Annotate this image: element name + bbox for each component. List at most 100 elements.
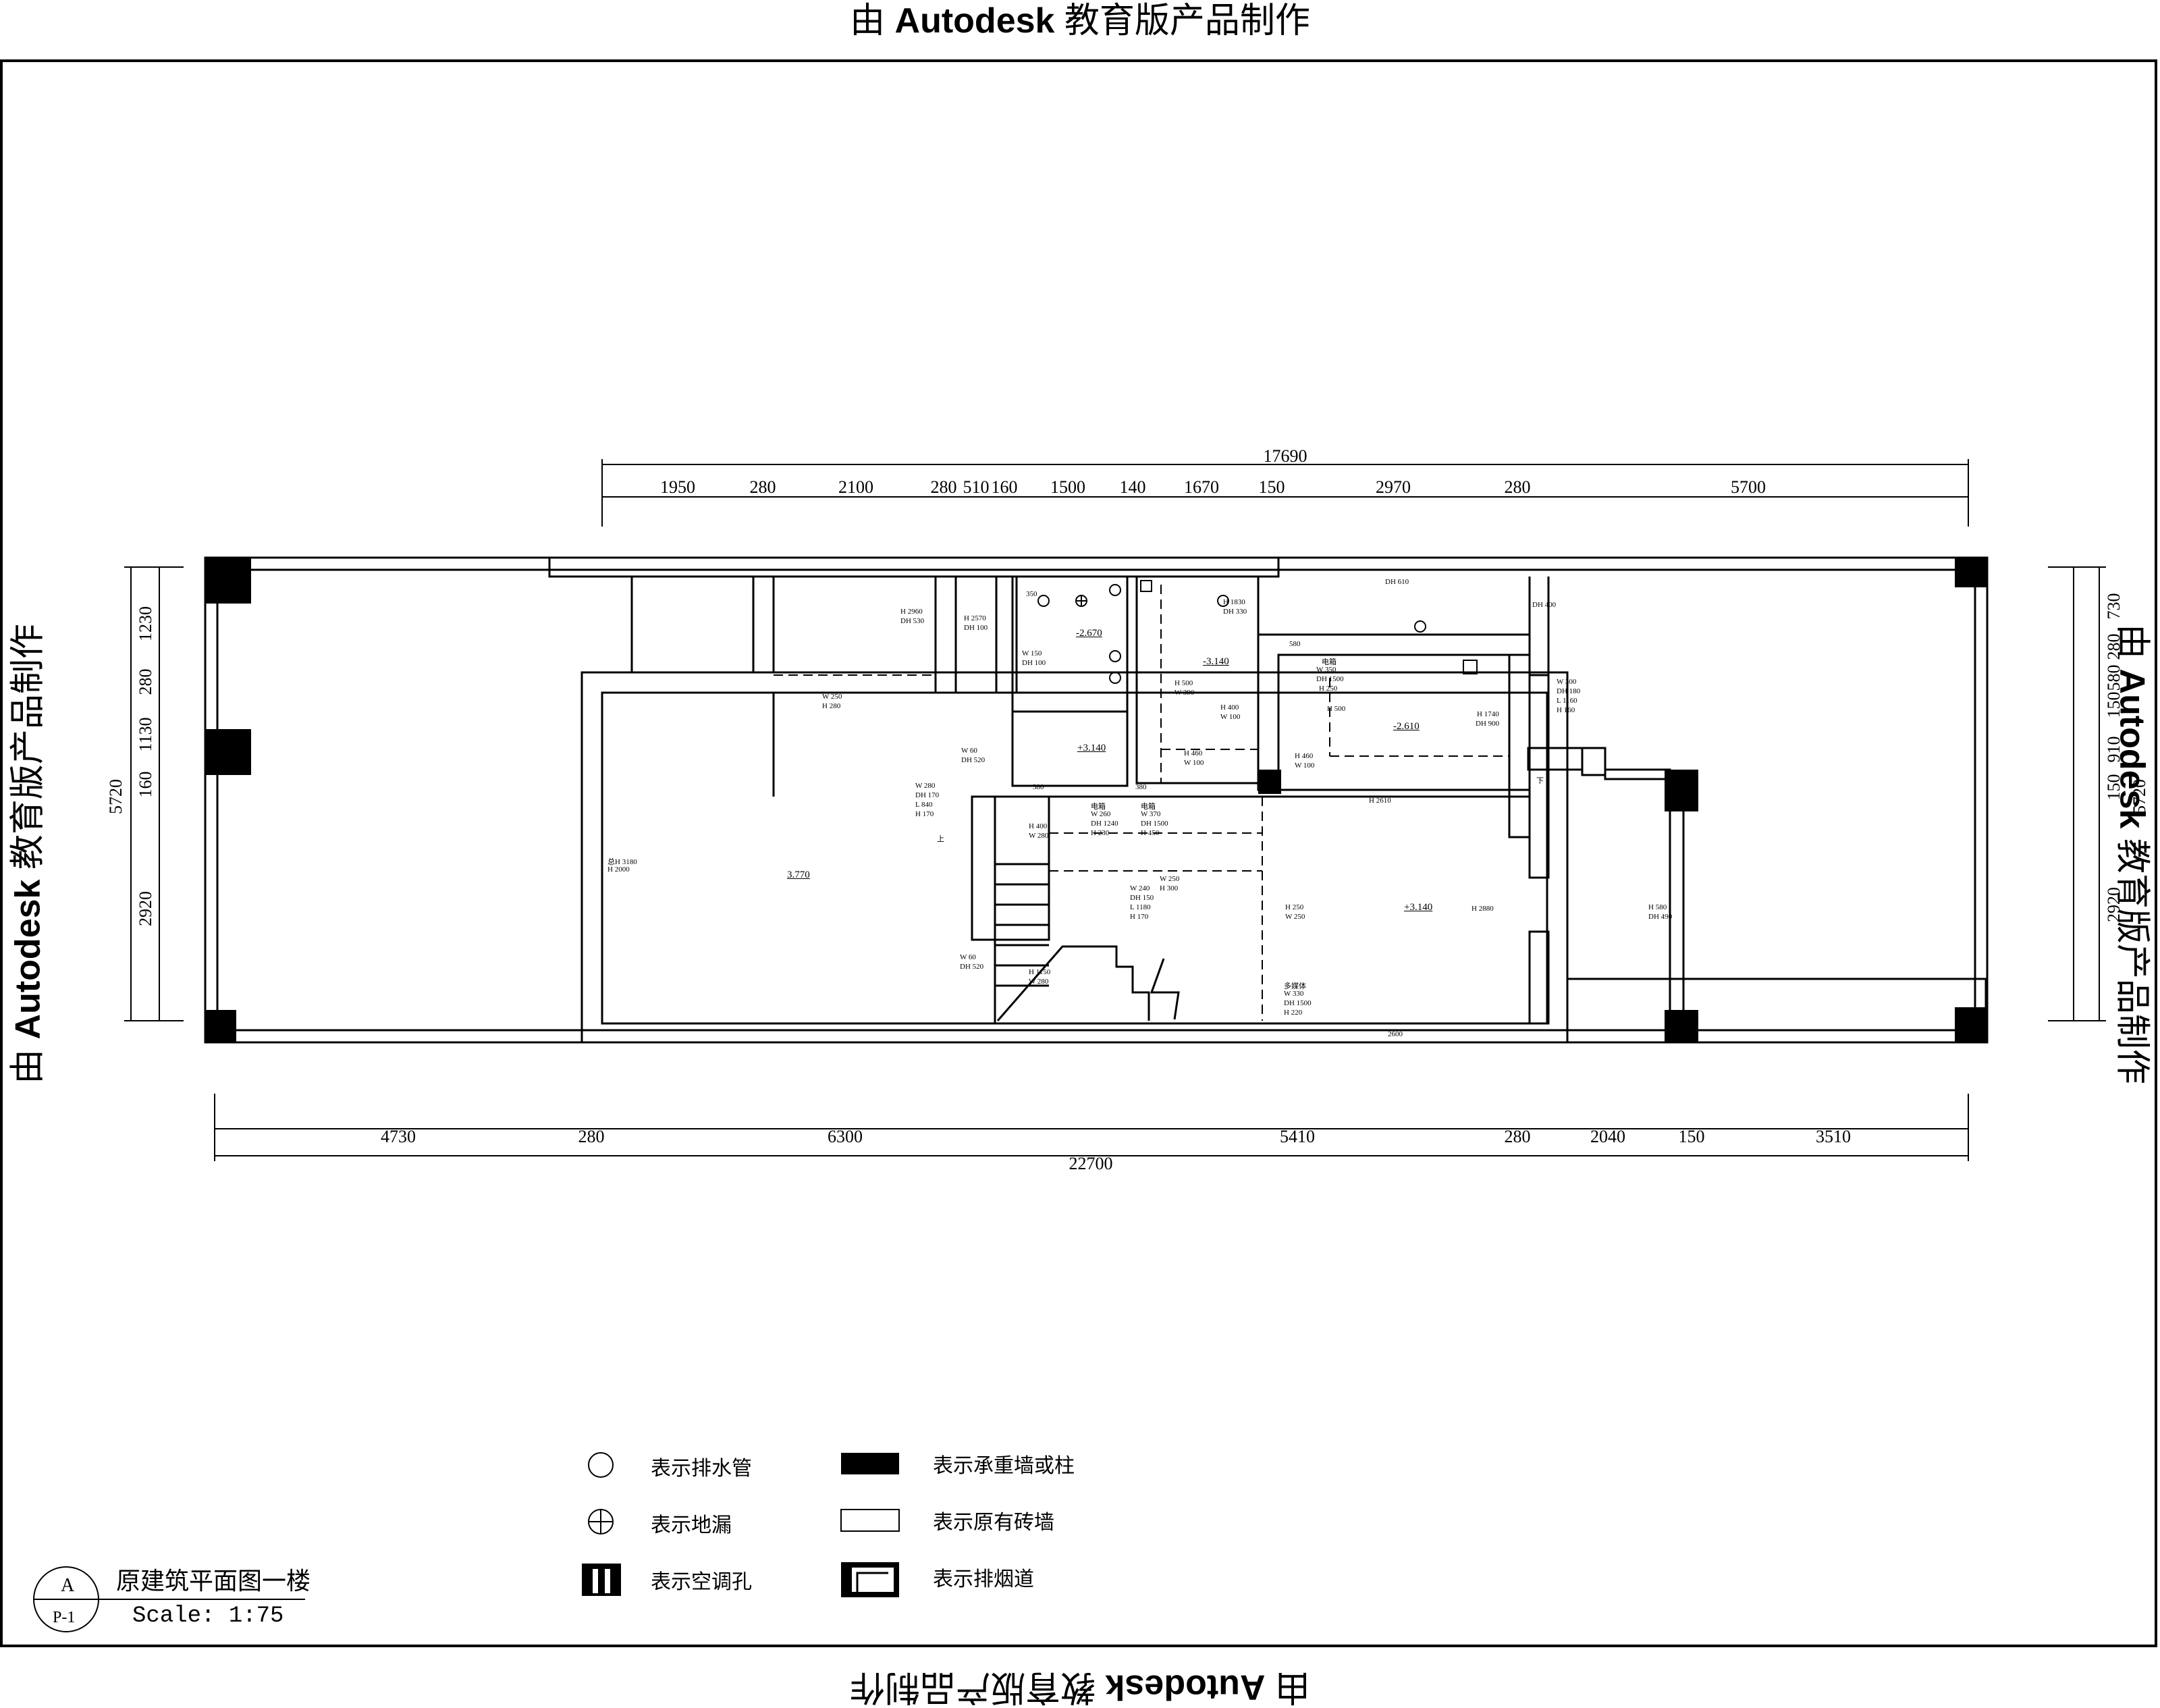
elevation-label: -2.670 xyxy=(1076,628,1102,639)
annotation-note: 多媒体 xyxy=(1284,982,1306,990)
title-block-letter: A xyxy=(61,1575,75,1596)
floor-drain-icon xyxy=(588,1509,614,1534)
annotation-note: H 250 xyxy=(1319,685,1338,693)
elevation-label: -3.140 xyxy=(1203,656,1229,667)
annotation-note: H 280 xyxy=(822,702,841,710)
annotation-note: H 500 xyxy=(1174,679,1193,687)
annotation-note: W 390 xyxy=(1174,689,1195,697)
drawing-scale: Scale: 1:75 xyxy=(132,1603,284,1629)
dashed-lines xyxy=(774,585,1509,1021)
annotation-note: W 350 xyxy=(1316,666,1336,674)
inner-wall-outline xyxy=(216,568,1976,1032)
bottom-total-dimension: 22700 xyxy=(1069,1154,1113,1173)
brick-wall-icon xyxy=(840,1509,900,1532)
top-dimension-label: 140 xyxy=(1119,477,1146,497)
bottom-dimension-label: 280 xyxy=(578,1127,605,1146)
annotation-note: 上 xyxy=(937,835,944,843)
drawing-title: 原建筑平面图一楼 xyxy=(116,1568,311,1595)
annotation-note: DH 520 xyxy=(960,963,984,971)
bottom-dimension-label: 280 xyxy=(1504,1127,1531,1146)
top-dimension-label: 1670 xyxy=(1184,477,1219,497)
annotation-note: W 300 xyxy=(1557,678,1577,686)
drain-pipe-icon xyxy=(1037,595,1050,607)
watermark-top: 由 Autodesk 教育版产品制作 xyxy=(0,0,2160,42)
watermark-brand: Autodesk xyxy=(894,1,1055,41)
annotation-note: DH 400 xyxy=(1532,601,1557,609)
top-dimension-label: 1950 xyxy=(660,477,695,497)
bottom-dimension-label: 150 xyxy=(1678,1127,1705,1146)
dimension-lines xyxy=(124,459,2106,1161)
annotation-note: 电箱 xyxy=(1091,803,1106,811)
stair-treads xyxy=(994,797,1180,1023)
annotation-note: W 100 xyxy=(1220,713,1241,721)
drain-pipe-icon xyxy=(588,1452,614,1478)
watermark-suffix: 教育版产品制作 xyxy=(1054,1,1310,41)
annotation-note: H 1150 xyxy=(1029,968,1051,976)
annotation-note: W 280 xyxy=(1029,832,1049,840)
top-dimension-label: 2970 xyxy=(1376,477,1411,497)
annotation-note: H 1830 xyxy=(1223,598,1245,606)
annotation-note: 350 xyxy=(1026,590,1037,598)
drain-pipe-icon xyxy=(1414,620,1426,633)
step-block xyxy=(1581,747,1606,776)
top-dimension-label: 280 xyxy=(930,477,957,497)
column xyxy=(1665,1010,1698,1042)
annotation-note: H 400 xyxy=(1029,822,1048,830)
annotation-note: DH 530 xyxy=(900,617,925,625)
load-bearing-wall-icon xyxy=(841,1453,899,1474)
top-dimension-label: 160 xyxy=(991,477,1018,497)
column xyxy=(205,558,251,604)
annotation-note: H 220 xyxy=(1284,1009,1303,1017)
annotation-note: W 100 xyxy=(1295,762,1315,770)
annotation-note: H 300 xyxy=(1160,884,1179,892)
column xyxy=(1258,770,1281,794)
annotation-note: 380 xyxy=(1033,783,1044,791)
annotation-note: DH 170 xyxy=(915,791,940,799)
annotation-note: W 250 xyxy=(822,693,842,701)
annotation-note: DH 100 xyxy=(964,624,988,632)
bottom-dimension-label: 5410 xyxy=(1280,1127,1315,1146)
top-dimension-label: 150 xyxy=(1258,477,1285,497)
fixtures xyxy=(1037,580,1478,684)
legend-brick-wall-label: 表示原有砖墙 xyxy=(933,1511,1054,1534)
annotation-note: H 2570 xyxy=(964,614,986,622)
drain-pipe-icon xyxy=(1109,650,1121,662)
drain-pipe-icon xyxy=(1109,584,1121,596)
annotation-note: DH 520 xyxy=(961,756,986,764)
main-hall-inner xyxy=(601,691,1548,1025)
watermark-prefix: 由 xyxy=(850,1,895,41)
annotation-note: W 330 xyxy=(1284,990,1304,998)
legend-drain-pipe-label: 表示排水管 xyxy=(651,1457,752,1480)
annotation-note: H 2000 xyxy=(608,865,630,874)
annotation-note: H 460 xyxy=(1184,749,1203,757)
walls xyxy=(204,556,1989,1044)
drain-pipe-icon xyxy=(1217,595,1229,607)
annotation-note: H 170 xyxy=(1130,913,1149,921)
annotation-note: DH 610 xyxy=(1385,578,1409,586)
annotation-note: W 60 xyxy=(961,747,977,755)
annotation-note: L 1180 xyxy=(1130,903,1151,911)
annotation-note: H 460 xyxy=(1295,752,1314,760)
top-dimension-label: 510 xyxy=(963,477,990,497)
annotation-note: DH 180 xyxy=(1557,687,1581,695)
wall-segment xyxy=(1528,930,1550,1025)
annotation-note: DH 1500 xyxy=(1141,820,1168,828)
annotation-note: H 500 xyxy=(1327,705,1346,713)
column xyxy=(1955,558,1987,587)
annotation-note: W 370 xyxy=(1141,810,1161,818)
bottom-dimension-label: 2040 xyxy=(1590,1127,1625,1146)
annotation-note: L 1160 xyxy=(1557,697,1577,705)
legend-ac-hole-label: 表示空调孔 xyxy=(651,1570,752,1594)
annotation-note: W 250 xyxy=(1160,875,1180,883)
top-total-dimension: 17690 xyxy=(1263,446,1307,466)
bottom-dimension-label: 6300 xyxy=(828,1127,863,1146)
annotation-note: 电箱 xyxy=(1141,803,1156,811)
title-block-sheet: P-1 xyxy=(53,1609,76,1626)
column xyxy=(1665,770,1698,811)
annotation-note: DH 100 xyxy=(1022,659,1046,667)
top-strip-wall xyxy=(548,556,1280,578)
column xyxy=(1955,1007,1987,1042)
annotation-note: W 240 xyxy=(1130,884,1150,892)
